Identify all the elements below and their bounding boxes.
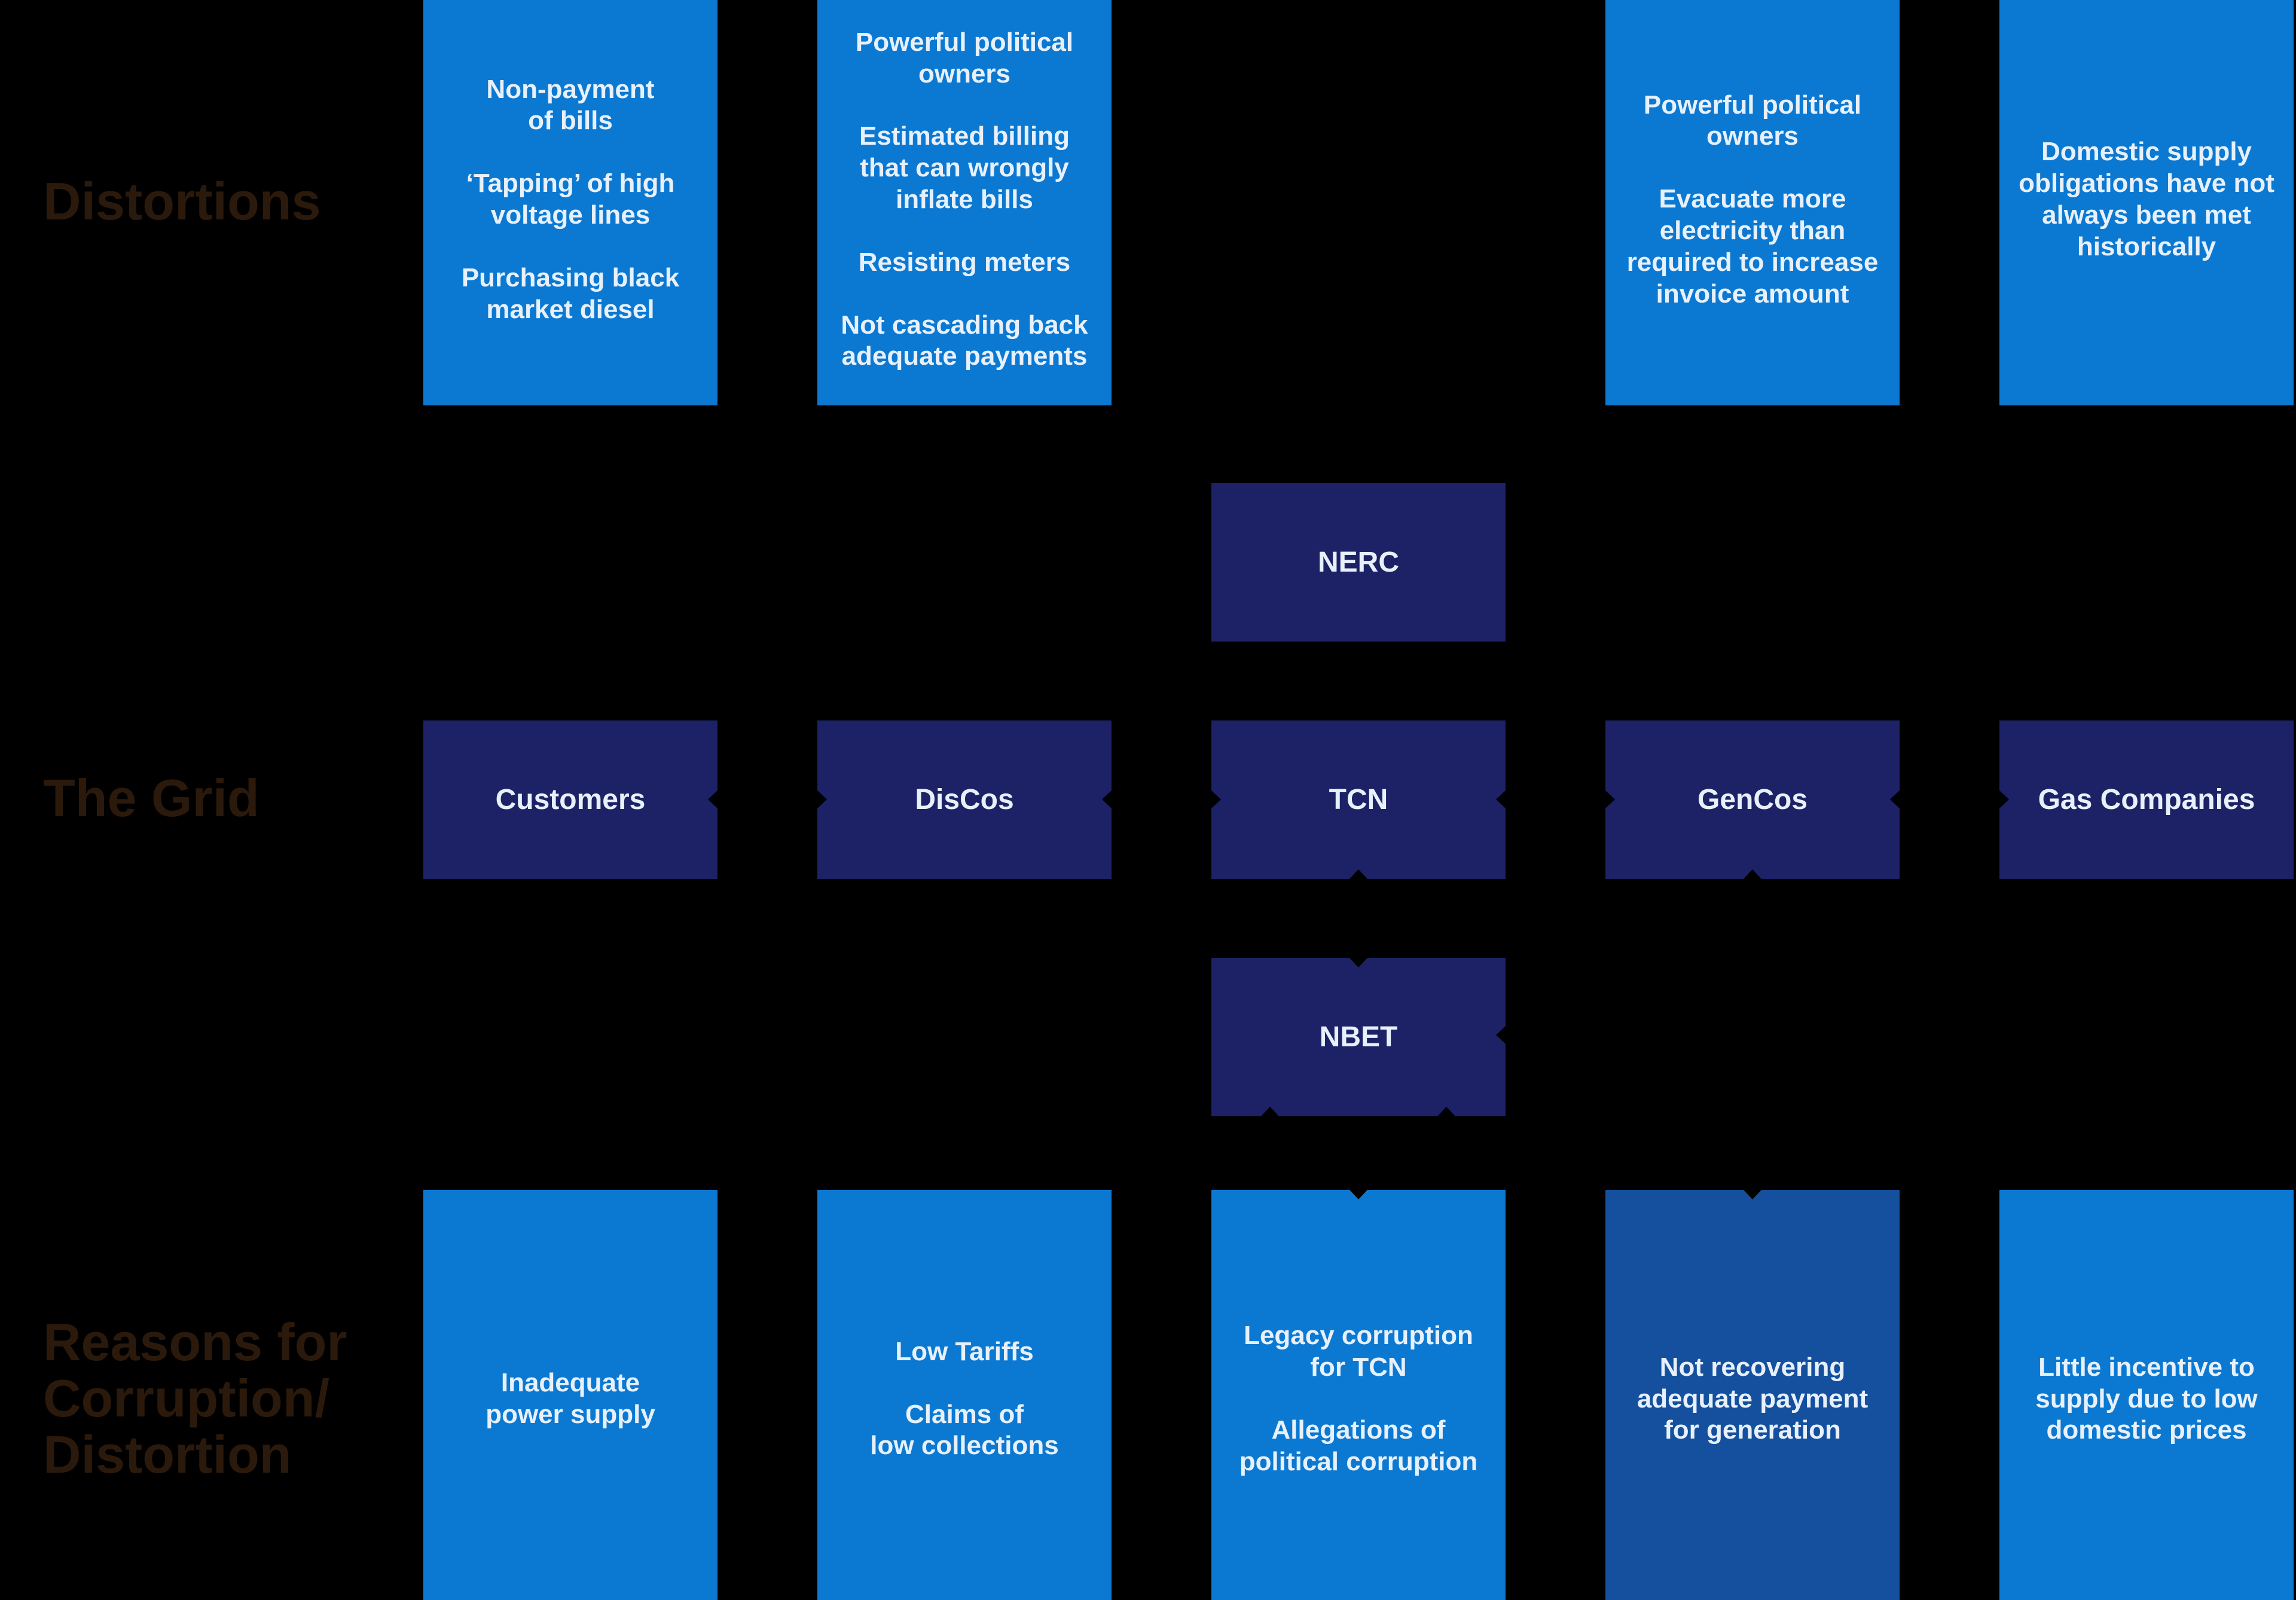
paragraph: Little incentive to supply due to low do… bbox=[2035, 1352, 2258, 1445]
grid-box-customers: Customers bbox=[423, 720, 718, 879]
grid-box-nbet: NBET bbox=[1211, 958, 1506, 1116]
tcn-label: TCN bbox=[1329, 784, 1388, 816]
paragraph: Resisting meters bbox=[858, 247, 1071, 277]
grid-box-discos: DisCos bbox=[817, 720, 1112, 879]
distortion-text-customers: Non-payment of bills ‘Tapping’ of high vo… bbox=[447, 74, 694, 326]
row-label-distortions: Distortions bbox=[43, 172, 321, 231]
paragraph: Not recovering adequate payment for gene… bbox=[1636, 1352, 1868, 1445]
paragraph: Powerful political owners bbox=[855, 27, 1074, 88]
paragraph: Not cascading back adequate payments bbox=[841, 310, 1088, 371]
paragraph: Estimated billing that can wrongly infla… bbox=[859, 121, 1070, 214]
distortion-box-gas-companies: Domestic supply obligations have not alw… bbox=[1999, 0, 2294, 405]
row-label-reasons: Reasons for Corruption/ Distortion bbox=[43, 1312, 347, 1485]
paragraph: Inadequate power supply bbox=[486, 1368, 655, 1429]
paragraph: Legacy corruption for TCN bbox=[1244, 1321, 1473, 1382]
reason-box-tcn: Legacy corruption for TCN Allegations of … bbox=[1211, 1190, 1506, 1600]
reason-text-gencos: Not recovering adequate payment for gene… bbox=[1623, 1352, 1882, 1446]
paragraph: Powerful political owners bbox=[1643, 90, 1862, 151]
paragraph: Claims of low collections bbox=[870, 1399, 1059, 1461]
paragraph: Purchasing black market diesel bbox=[461, 262, 680, 324]
nerc-label: NERC bbox=[1317, 546, 1399, 578]
paragraph: Low Tariffs bbox=[895, 1336, 1034, 1366]
grid-box-tcn: TCN bbox=[1211, 720, 1506, 879]
paragraph: Domestic supply obligations have not alw… bbox=[2019, 137, 2274, 261]
paragraph: Evacuate more electricity than required … bbox=[1626, 184, 1879, 309]
grid-box-nerc: NERC bbox=[1211, 483, 1506, 642]
distortion-box-customers: Non-payment of bills ‘Tapping’ of high vo… bbox=[423, 0, 718, 405]
reason-box-customers: Inadequate power supply bbox=[423, 1190, 718, 1600]
reason-box-gencos: Not recovering adequate payment for gene… bbox=[1605, 1190, 1900, 1600]
discos-label: DisCos bbox=[915, 784, 1014, 816]
reason-text-customers: Inadequate power supply bbox=[471, 1367, 670, 1431]
row-label-the-grid: The Grid bbox=[43, 768, 259, 828]
distortion-text-gas-companies: Domestic supply obligations have not alw… bbox=[2004, 136, 2289, 262]
paragraph: Non-payment of bills bbox=[486, 74, 655, 136]
grid-box-gencos: GenCos bbox=[1605, 720, 1900, 879]
gencos-label: GenCos bbox=[1697, 784, 1808, 816]
nbet-label: NBET bbox=[1319, 1021, 1398, 1053]
paragraph: Allegations of political corruption bbox=[1239, 1415, 1478, 1476]
gas-companies-label: Gas Companies bbox=[2038, 784, 2255, 816]
reason-text-tcn: Legacy corruption for TCN Allegations of … bbox=[1225, 1320, 1492, 1477]
grid-box-gas-companies: Gas Companies bbox=[1999, 720, 2294, 879]
reason-box-gas-companies: Little incentive to supply due to low do… bbox=[1999, 1190, 2294, 1600]
customers-label: Customers bbox=[495, 784, 646, 816]
paragraph: ‘Tapping’ of high voltage lines bbox=[466, 169, 675, 230]
reason-text-gas-companies: Little incentive to supply due to low do… bbox=[2021, 1352, 2272, 1446]
